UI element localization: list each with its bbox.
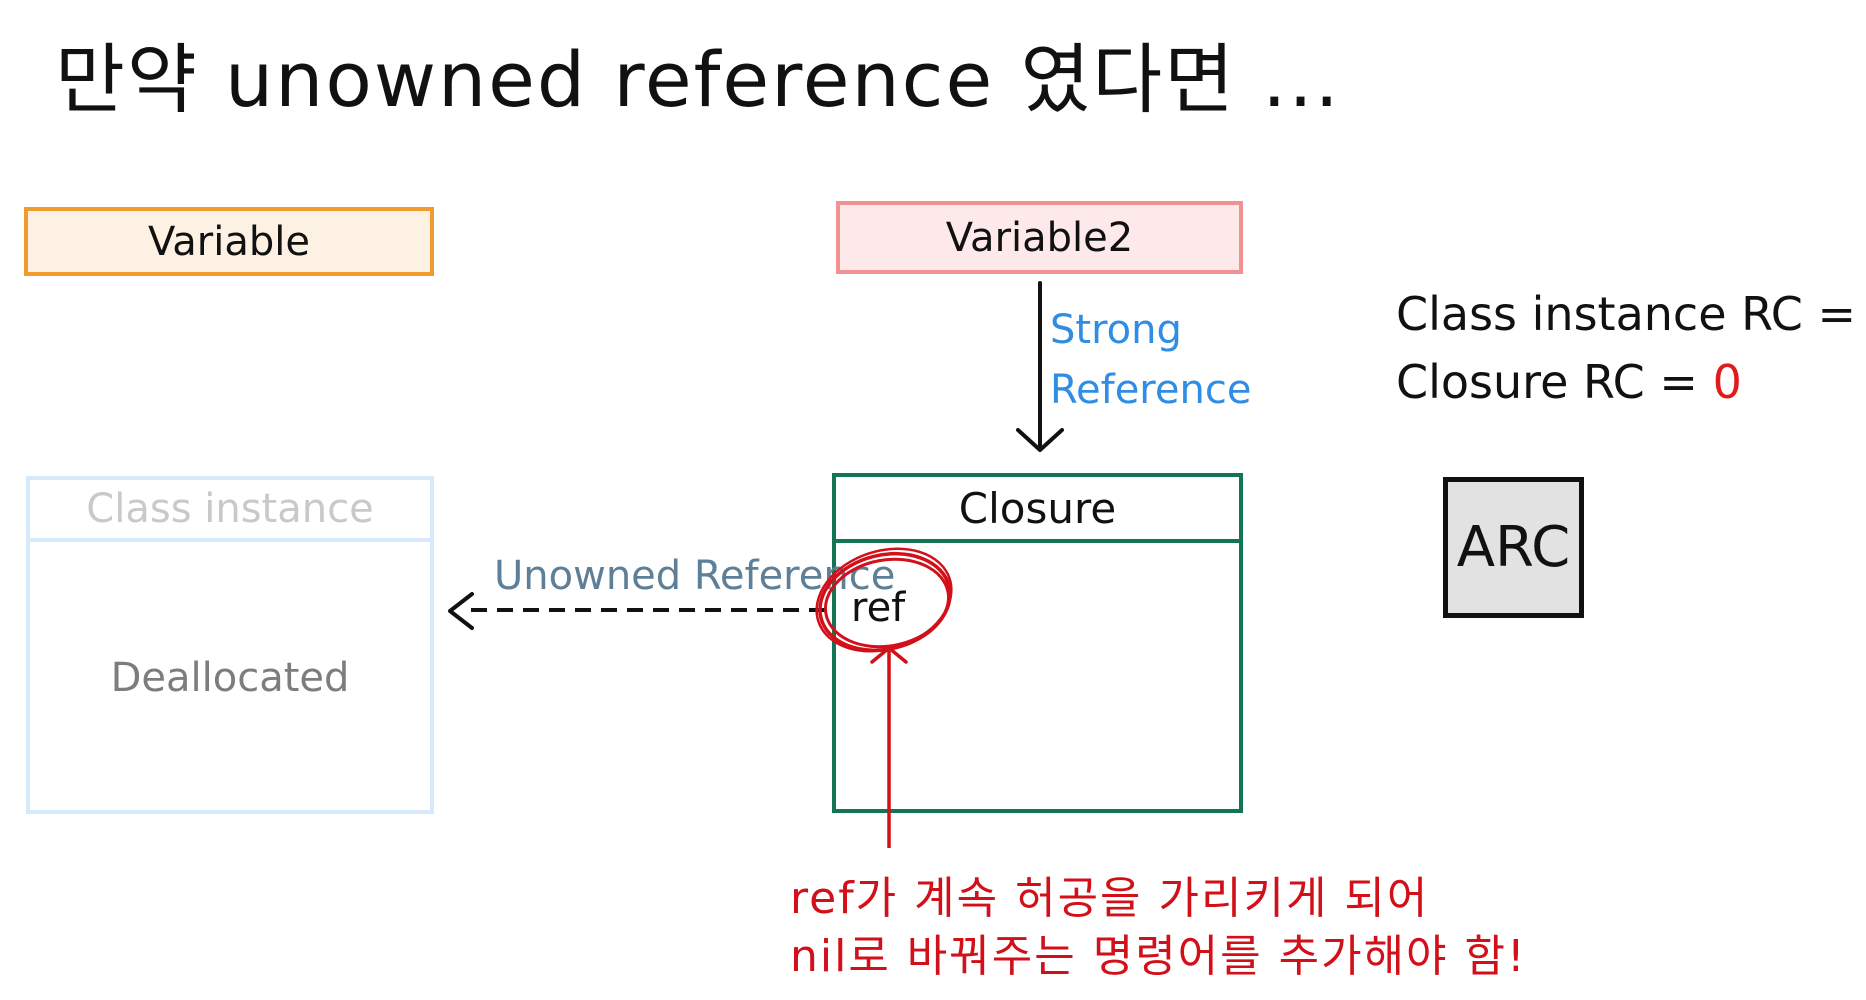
- annotation-pointer-arrow: [870, 646, 908, 848]
- class-instance-box: [26, 476, 434, 814]
- unowned-reference-arrow: [448, 592, 825, 630]
- annotation-line2: nil로 바꿔주는 명령어를 추가해야 함!: [790, 931, 1527, 982]
- closure-rc-value: 0: [1712, 355, 1742, 409]
- class-instance-title: Class instance: [30, 480, 430, 542]
- variable-box: Variable: [24, 207, 434, 276]
- page-title: 만약 unowned reference 였다면 ...: [55, 35, 1341, 124]
- annotation-line1: ref가 계속 허공을 가리키게 되어: [790, 873, 1430, 924]
- strong-reference-line1: Strong: [1050, 307, 1182, 353]
- class-instance-rc: Class instance RC = 1: [1396, 287, 1866, 341]
- arc-box: ARC: [1443, 477, 1584, 618]
- variable2-box: Variable2: [836, 201, 1243, 274]
- closure-rc-label: Closure RC =: [1396, 355, 1713, 409]
- ref-highlight-circle: [815, 547, 953, 653]
- strong-reference-arrow: [1016, 281, 1064, 452]
- class-instance-status: Deallocated: [110, 655, 350, 701]
- closure-ref-property: ref: [851, 585, 906, 631]
- strong-reference-line2: Reference: [1050, 367, 1252, 413]
- closure-rc: Closure RC = 0: [1396, 355, 1742, 409]
- closure-title: Closure: [836, 477, 1239, 543]
- strong-reference-label: Strong Reference: [1050, 300, 1251, 420]
- closure-box: [832, 473, 1243, 813]
- class-instance-rc-label: Class instance RC =: [1396, 287, 1866, 341]
